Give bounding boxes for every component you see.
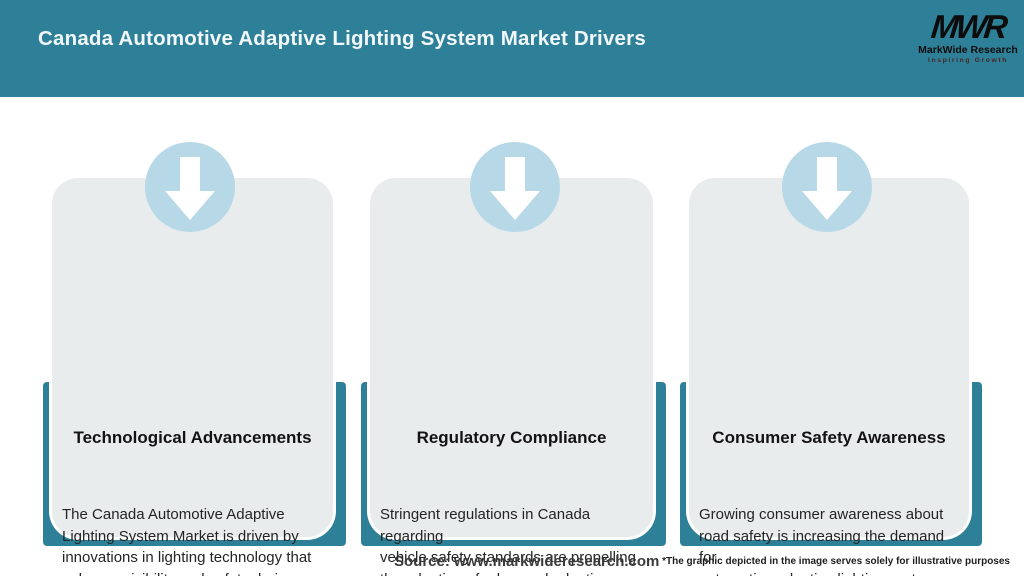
markwide-logo: MWR MarkWide Research Inspiring Growth [916,8,1020,65]
disclaimer-text: *The graphic depicted in the image serve… [662,556,1010,567]
driver-card-regulatory-compliance: Regulatory Compliance Stringent regulati… [370,178,653,576]
card-body-text: Stringent regulations in Canada regardin… [380,506,636,576]
card-title: Regulatory Compliance [416,428,607,447]
arrow-circle [782,142,872,232]
logo-name: MarkWide Research [918,44,1018,56]
page-title: Canada Automotive Adaptive Lighting Syst… [38,27,646,50]
arrow-down-icon [165,157,215,220]
card-body-text: The Canada Automotive Adaptive Lighting … [62,506,312,576]
arrow-down-icon [802,157,852,220]
arrow-circle [145,142,235,232]
logo-tagline: Inspiring Growth [928,57,1008,64]
logo-monogram: MWR [929,8,1007,45]
header-band: Canada Automotive Adaptive Lighting Syst… [0,0,1024,97]
driver-card-technological-advancements: Technological Advancements The Canada Au… [52,178,333,576]
arrow-circle [470,142,560,232]
card-title: Consumer Safety Awareness [712,428,946,447]
driver-card-consumer-safety-awareness: Consumer Safety Awareness Growing consum… [689,178,969,576]
arrow-down-icon [490,157,540,220]
card-body-text: Growing consumer awareness about road sa… [699,506,945,576]
source-text: Source: www.markwideresearch.com [394,553,660,570]
card-title: Technological Advancements [73,428,312,447]
